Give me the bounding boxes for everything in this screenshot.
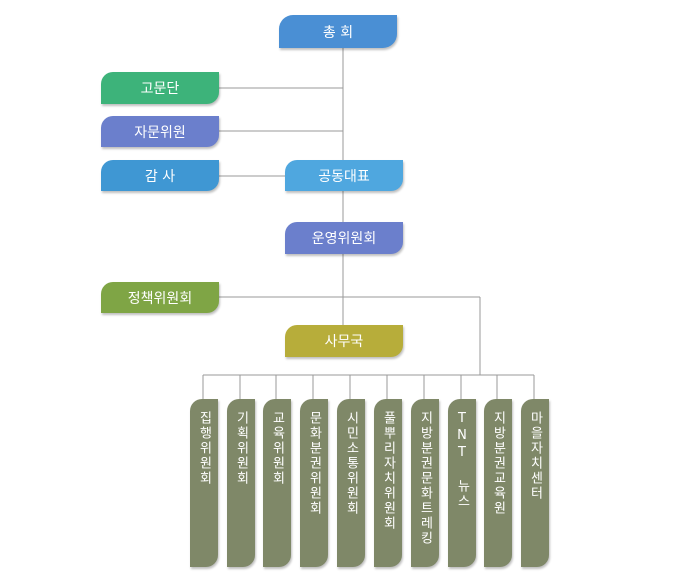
committee-2: 교육위원회 bbox=[263, 399, 291, 567]
committee-label: 마을자치센터 bbox=[527, 411, 543, 501]
policy-committee-label: 정책위원회 bbox=[127, 290, 193, 307]
general-assembly-box: 총 회 bbox=[279, 15, 397, 48]
committee-9: 마을자치센터 bbox=[521, 399, 549, 567]
committee-5: 풀뿌리자치위원회 bbox=[374, 399, 402, 567]
committee-1: 기획위원회 bbox=[227, 399, 255, 567]
auditor-label: 감 사 bbox=[144, 168, 176, 185]
committee-label: 시민소통위원회 bbox=[343, 411, 359, 516]
operating-committee-box: 운영위원회 bbox=[285, 222, 403, 254]
co-representative-label: 공동대표 bbox=[318, 168, 370, 185]
committee-0: 집행위원회 bbox=[190, 399, 218, 567]
committee-label: TNT 뉴스 bbox=[454, 411, 470, 509]
advisors-label: 고문단 bbox=[140, 81, 180, 97]
committee-6: 지방분권문화트레킹 bbox=[411, 399, 439, 567]
committee-8: 지방분권교육원 bbox=[484, 399, 512, 567]
advisors-box: 고문단 bbox=[101, 72, 219, 104]
secretariat-box: 사무국 bbox=[285, 325, 403, 357]
committee-label: 기획위원회 bbox=[233, 411, 249, 486]
committee-label: 풀뿌리자치위원회 bbox=[380, 411, 396, 531]
secretariat-label: 사무국 bbox=[324, 334, 364, 350]
committee-3: 문화분권위원회 bbox=[300, 399, 328, 567]
committee-label: 지방분권교육원 bbox=[490, 411, 506, 516]
consultants-label: 자문위원 bbox=[134, 124, 186, 141]
committee-label: 집행위원회 bbox=[196, 411, 212, 486]
committee-label: 지방분권문화트레킹 bbox=[417, 411, 433, 546]
general-assembly-label: 총 회 bbox=[322, 24, 354, 41]
committee-7: TNT 뉴스 bbox=[448, 399, 476, 567]
co-representative-box: 공동대표 bbox=[285, 160, 403, 191]
committee-4: 시민소통위원회 bbox=[337, 399, 365, 567]
operating-committee-label: 운영위원회 bbox=[311, 231, 377, 247]
consultants-box: 자문위원 bbox=[101, 116, 219, 147]
committee-label: 문화분권위원회 bbox=[306, 411, 322, 516]
auditor-box: 감 사 bbox=[101, 160, 219, 191]
policy-committee-box: 정책위원회 bbox=[101, 282, 219, 313]
committee-label: 교육위원회 bbox=[269, 411, 285, 486]
